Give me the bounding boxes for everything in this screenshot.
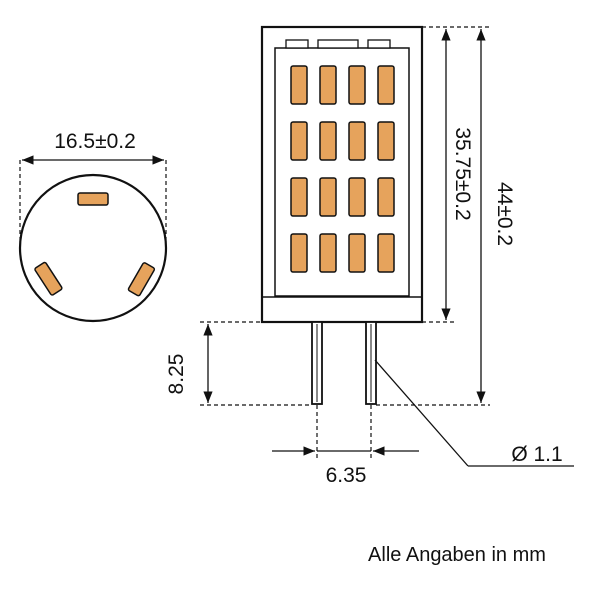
led-r3-c1: [290, 177, 308, 217]
body-height-dimension: 35.75±0.2: [422, 29, 474, 323]
led-r3-c4: [377, 177, 395, 217]
top-tab-3: [367, 39, 391, 49]
pin-spacing-label: 6.35: [326, 464, 367, 487]
top-tab-2: [317, 39, 359, 49]
led-r2-c3: [348, 121, 366, 161]
pin-diameter-label: Ø 1.1: [511, 443, 562, 466]
body-height-label: 35.75±0.2: [451, 127, 474, 220]
led-r4-c3: [348, 233, 366, 273]
led-r2-c1: [290, 121, 308, 161]
led-r4-c4: [377, 233, 395, 273]
pin-length-dimension: 8.25: [165, 321, 312, 406]
top-view-led-top: [77, 192, 109, 206]
led-r1-c3: [348, 65, 366, 105]
pin-spacing-dimension: 6.35: [272, 405, 419, 487]
led-r2-c4: [377, 121, 395, 161]
led-r1-c1: [290, 65, 308, 105]
units-note: Alle Angaben in mm: [368, 544, 546, 566]
side-view: [260, 25, 424, 405]
led-r4-c2: [319, 233, 337, 273]
top-view-led-right: [127, 262, 156, 297]
led-r4-c1: [290, 233, 308, 273]
led-r3-c3: [348, 177, 366, 217]
top-view: 16.5±0.2: [18, 130, 168, 323]
led-r3-c2: [319, 177, 337, 217]
bulb-body-outline: [260, 25, 424, 324]
led-r1-c2: [319, 65, 337, 105]
led-r1-c4: [377, 65, 395, 105]
led-r2-c2: [319, 121, 337, 161]
total-height-dimension: 44±0.2: [376, 26, 516, 406]
total-height-label: 44±0.2: [493, 182, 516, 246]
led-grid: [290, 65, 395, 273]
diameter-label: 16.5±0.2: [54, 130, 136, 153]
top-view-led-left: [34, 261, 63, 296]
pin-length-label: 8.25: [165, 354, 188, 395]
top-tab-1: [285, 39, 309, 49]
pin-diameter-dimension: Ø 1.1: [374, 359, 574, 467]
